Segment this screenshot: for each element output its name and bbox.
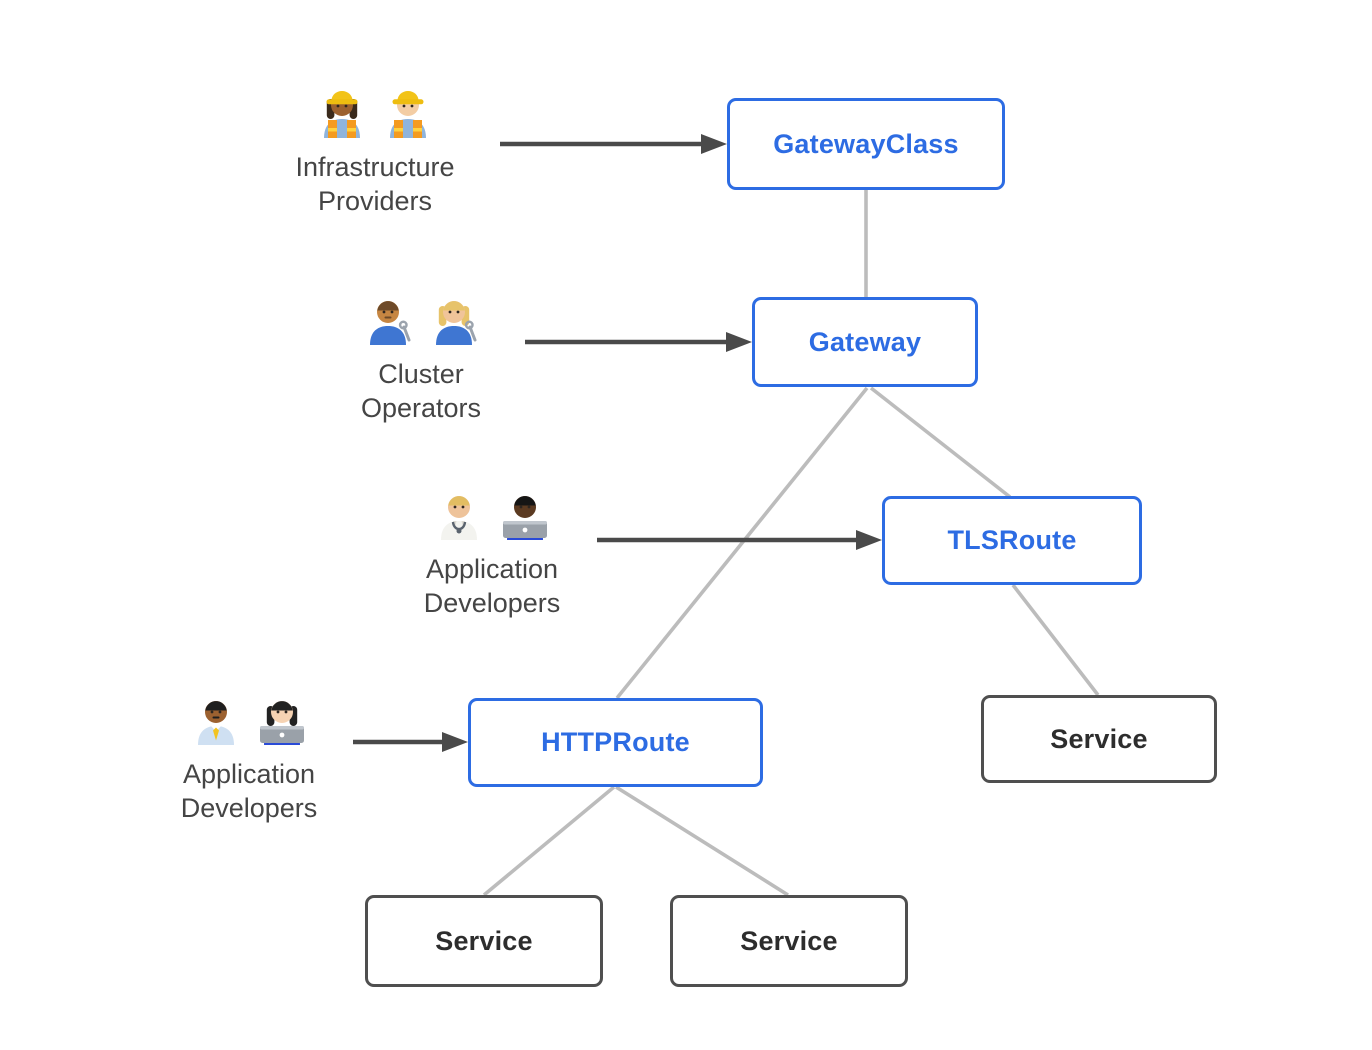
edge-httproute-service-http-left (482, 785, 616, 897)
node-service-http-left-label: Service (435, 925, 533, 956)
man-technologist-icon (503, 496, 547, 540)
persona-cluster-operators-label-line-2: Operators (360, 393, 482, 423)
persona-application-developers-http-label-line-1: Application (182, 759, 316, 789)
woman-technologist-icon (260, 701, 304, 745)
health-worker-icon (441, 496, 477, 540)
persona-application-developers-http-icons (186, 685, 312, 745)
persona-infrastructure-providers-icons (312, 78, 438, 138)
persona-cluster-operators-label-line-1: Cluster (378, 359, 464, 389)
node-service-tls-label: Service (1050, 723, 1148, 754)
node-gatewayclass-label: GatewayClass (773, 128, 959, 159)
node-gateway-label: Gateway (808, 326, 922, 357)
node-httproute-label: HTTPRoute (541, 727, 690, 757)
arrowhead-infrastructure-providers (701, 134, 727, 154)
edge-tlsroute-service-tls (1011, 583, 1100, 697)
persona-application-developers-http-label-line-2: Developers (180, 793, 318, 823)
node-tlsroute: TLSRoute (882, 496, 1142, 585)
persona-application-developers-tls-icons (429, 480, 555, 540)
node-service-http-right: Service (670, 895, 908, 987)
edge-gateway-httproute (615, 386, 869, 700)
persona-application-developers-tls-label-line-2: Developers (423, 588, 561, 618)
man-office-worker-icon (198, 701, 234, 745)
persona-cluster-operators-icons (358, 285, 484, 345)
arrowhead-cluster-operators (726, 332, 752, 352)
node-service-tls: Service (981, 695, 1217, 783)
man-construction-worker-icon (390, 91, 426, 138)
node-tlsroute-label: TLSRoute (947, 525, 1077, 555)
woman-mechanic-icon (436, 301, 477, 345)
node-httproute: HTTPRoute (468, 698, 763, 787)
arrowhead-application-developers-http (442, 732, 468, 752)
persona-application-developers-tls-label-line-1: Application (425, 554, 559, 584)
node-service-http-left: Service (365, 895, 603, 987)
persona-infrastructure-providers-label-line-1: Infrastructure (295, 152, 455, 182)
edge-httproute-service-http-right (615, 785, 789, 897)
node-service-http-right-label: Service (740, 925, 838, 956)
node-gatewayclass: GatewayClass (727, 98, 1005, 190)
arrowhead-application-developers-tls (856, 530, 882, 550)
woman-construction-worker-icon (324, 91, 360, 138)
man-mechanic-icon (370, 301, 411, 345)
edge-gateway-tlsroute (869, 386, 1012, 499)
persona-infrastructure-providers-label-line-2: Providers (317, 186, 433, 216)
node-gateway: Gateway (752, 297, 978, 387)
